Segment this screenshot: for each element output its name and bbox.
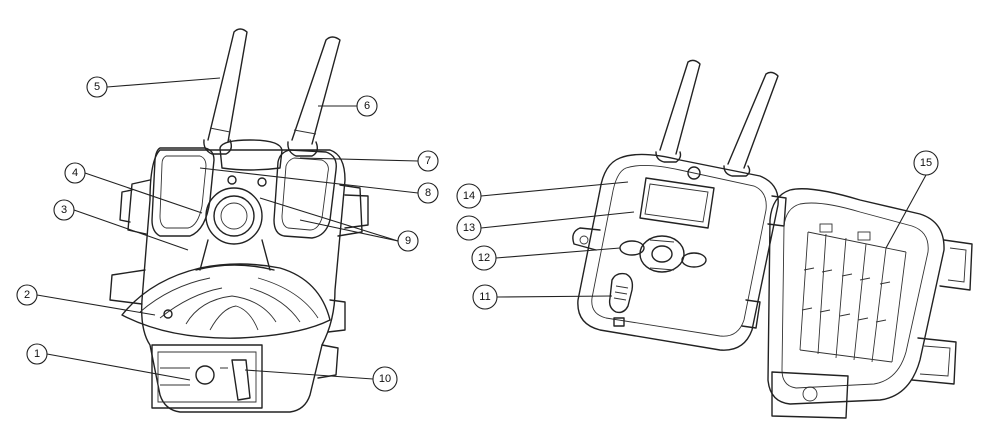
svg-text:15: 15 [920,157,932,169]
antenna-left [203,28,248,155]
pir-sensor-dome [121,263,331,339]
antenna-back-left [655,59,701,163]
callout-8: 8 [417,182,439,204]
svg-text:12: 12 [478,252,490,264]
antenna-back-right [723,71,779,177]
callout-6: 6 [356,95,378,117]
right-hinge [327,299,346,333]
ir-flash-top [219,139,283,171]
callout-10: 10 [372,366,398,392]
svg-text:10: 10 [379,373,391,385]
front-view-camera [109,28,369,413]
right-latch [337,184,363,237]
callout-4: 4 [64,162,86,184]
battery-slots [799,223,907,363]
control-keypad [619,235,707,273]
front-body-shell [140,149,346,413]
svg-text:4: 4 [72,167,78,179]
callout-14: 14 [456,183,482,209]
back-body-shell [577,153,779,351]
mount-ear [572,227,601,251]
callout-12: 12 [471,245,497,271]
lens-housing [205,187,263,245]
callout-1: 1 [26,343,48,365]
svg-text:2: 2 [24,289,30,301]
svg-text:6: 6 [364,100,370,112]
svg-text:13: 13 [463,222,475,234]
svg-text:3: 3 [61,204,67,216]
callout-2: 2 [16,284,38,306]
svg-text:14: 14 [463,190,475,202]
indicator-led-right [257,177,267,187]
svg-text:1: 1 [34,348,40,360]
callout-9: 9 [397,230,419,252]
antenna-right [287,36,341,157]
power-switch [608,272,634,314]
callout-15: 15 [913,150,939,176]
status-indicator [687,166,701,180]
svg-text:11: 11 [479,291,490,303]
svg-text:8: 8 [425,187,431,199]
indicator-led-left [227,175,237,185]
callout-5: 5 [86,76,108,98]
camera-lens [213,195,255,237]
svg-text:7: 7 [425,155,431,167]
battery-compartment-shell [767,188,945,405]
lock-hole [195,365,215,385]
left-hinge [109,269,146,305]
ir-flash-left [151,147,215,237]
lcd-screen [639,177,715,229]
ir-flash-right [273,149,337,239]
svg-text:9: 9 [405,235,411,247]
lock-hole-panel [151,344,263,409]
svg-text:5: 5 [94,81,100,93]
light-sensor [163,309,173,319]
callout-7: 7 [417,150,439,172]
callout-leaders [36,77,927,381]
callout-3: 3 [53,199,75,221]
callout-13: 13 [456,215,482,241]
back-view-camera [572,59,973,419]
left-latch [127,179,151,235]
callout-11: 11 [472,284,498,310]
usb-port [613,317,625,327]
